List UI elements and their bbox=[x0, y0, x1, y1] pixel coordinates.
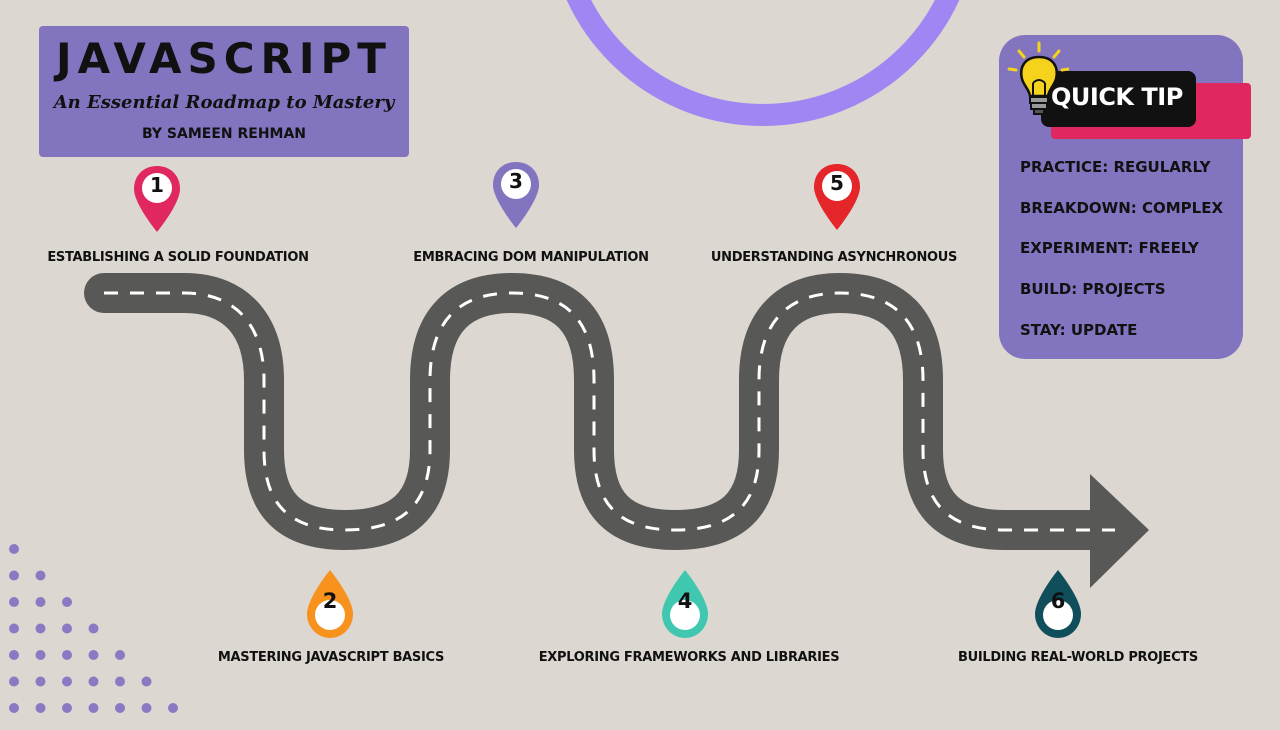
decorative-dot bbox=[62, 623, 72, 634]
decorative-dot bbox=[9, 597, 19, 607]
quick-tip-heading: QUICK TIP bbox=[1051, 83, 1183, 111]
decorative-dot bbox=[35, 597, 46, 607]
decorative-dot bbox=[88, 623, 99, 634]
drop-pin-icon bbox=[662, 570, 708, 638]
decorative-dot bbox=[9, 544, 19, 554]
decorative-dot bbox=[9, 676, 19, 687]
tip-item: PRACTICE: REGULARLY bbox=[1020, 158, 1211, 176]
step-number: 4 bbox=[677, 589, 693, 613]
step-label: ESTABLISHING A SOLID FOUNDATION bbox=[47, 250, 309, 265]
tip-item: BREAKDOWN: COMPLEX bbox=[1020, 199, 1224, 217]
decorative-dot bbox=[115, 703, 125, 713]
quick-tip-card: QUICK TIP PRACTICE: REGULARLY BREAKDOWN:… bbox=[999, 35, 1251, 359]
map-pin-icon bbox=[493, 162, 539, 228]
road-center-dashes bbox=[104, 291, 1115, 532]
drop-pin-icon bbox=[307, 570, 353, 638]
step-label: MASTERING JAVASCRIPT BASICS bbox=[217, 650, 445, 665]
title-card: JAVASCRIPT An Essential Roadmap to Maste… bbox=[39, 26, 409, 157]
decorative-dot bbox=[62, 597, 72, 607]
decorative-dot bbox=[168, 703, 178, 713]
tip-item: STAY: UPDATE bbox=[1020, 321, 1138, 339]
page-subtitle: An Essential Roadmap to Mastery bbox=[53, 92, 395, 113]
step-label: BUILDING REAL-WORLD PROJECTS bbox=[957, 650, 1199, 665]
step-label: UNDERSTANDING ASYNCHRONOUS bbox=[710, 250, 958, 265]
decorative-dot bbox=[9, 650, 19, 660]
map-pin-icon bbox=[134, 166, 180, 232]
decorative-dot bbox=[9, 570, 19, 581]
decorative-dot bbox=[62, 676, 72, 687]
light-bulb-icon bbox=[1007, 41, 1069, 115]
decorative-dot bbox=[9, 623, 19, 634]
decorative-dot bbox=[35, 623, 46, 634]
quick-tip-badge: QUICK TIP bbox=[1041, 71, 1251, 139]
decorative-dot bbox=[88, 650, 99, 660]
decorative-dot bbox=[141, 676, 152, 687]
page-title: JAVASCRIPT bbox=[56, 34, 392, 83]
step-label: EXPLORING FRAMEWORKS AND LIBRARIES bbox=[538, 650, 840, 665]
step-number: 1 bbox=[150, 173, 164, 197]
decorative-dot bbox=[62, 650, 72, 660]
decorative-dot bbox=[88, 676, 99, 687]
drop-pin-icon bbox=[1035, 570, 1081, 638]
decorative-dot bbox=[115, 676, 125, 687]
decorative-dot bbox=[35, 676, 46, 687]
decorative-dot-pattern bbox=[9, 544, 178, 713]
decorative-dot bbox=[141, 703, 152, 713]
arrow-icon bbox=[1090, 474, 1149, 588]
decorative-dot bbox=[115, 650, 125, 660]
step-label: EMBRACING DOM MANIPULATION bbox=[413, 250, 649, 265]
decorative-dot bbox=[35, 703, 46, 713]
decorative-dot bbox=[35, 650, 46, 660]
map-pin-icon bbox=[814, 164, 860, 230]
decorative-dot bbox=[35, 570, 46, 581]
decorative-dot bbox=[88, 703, 99, 713]
tip-item: BUILD: PROJECTS bbox=[1020, 280, 1166, 298]
decorative-dot bbox=[9, 703, 19, 713]
tip-item: EXPERIMENT: FREELY bbox=[1020, 239, 1199, 257]
quick-tip-badge-body: QUICK TIP bbox=[1041, 71, 1196, 127]
step-number: 2 bbox=[322, 589, 338, 613]
step-number: 5 bbox=[830, 171, 844, 195]
decorative-dot bbox=[62, 703, 72, 713]
step-number: 6 bbox=[1050, 589, 1066, 613]
author-credit: BY SAMEEN REHMAN bbox=[141, 126, 307, 142]
step-number: 3 bbox=[509, 169, 523, 193]
